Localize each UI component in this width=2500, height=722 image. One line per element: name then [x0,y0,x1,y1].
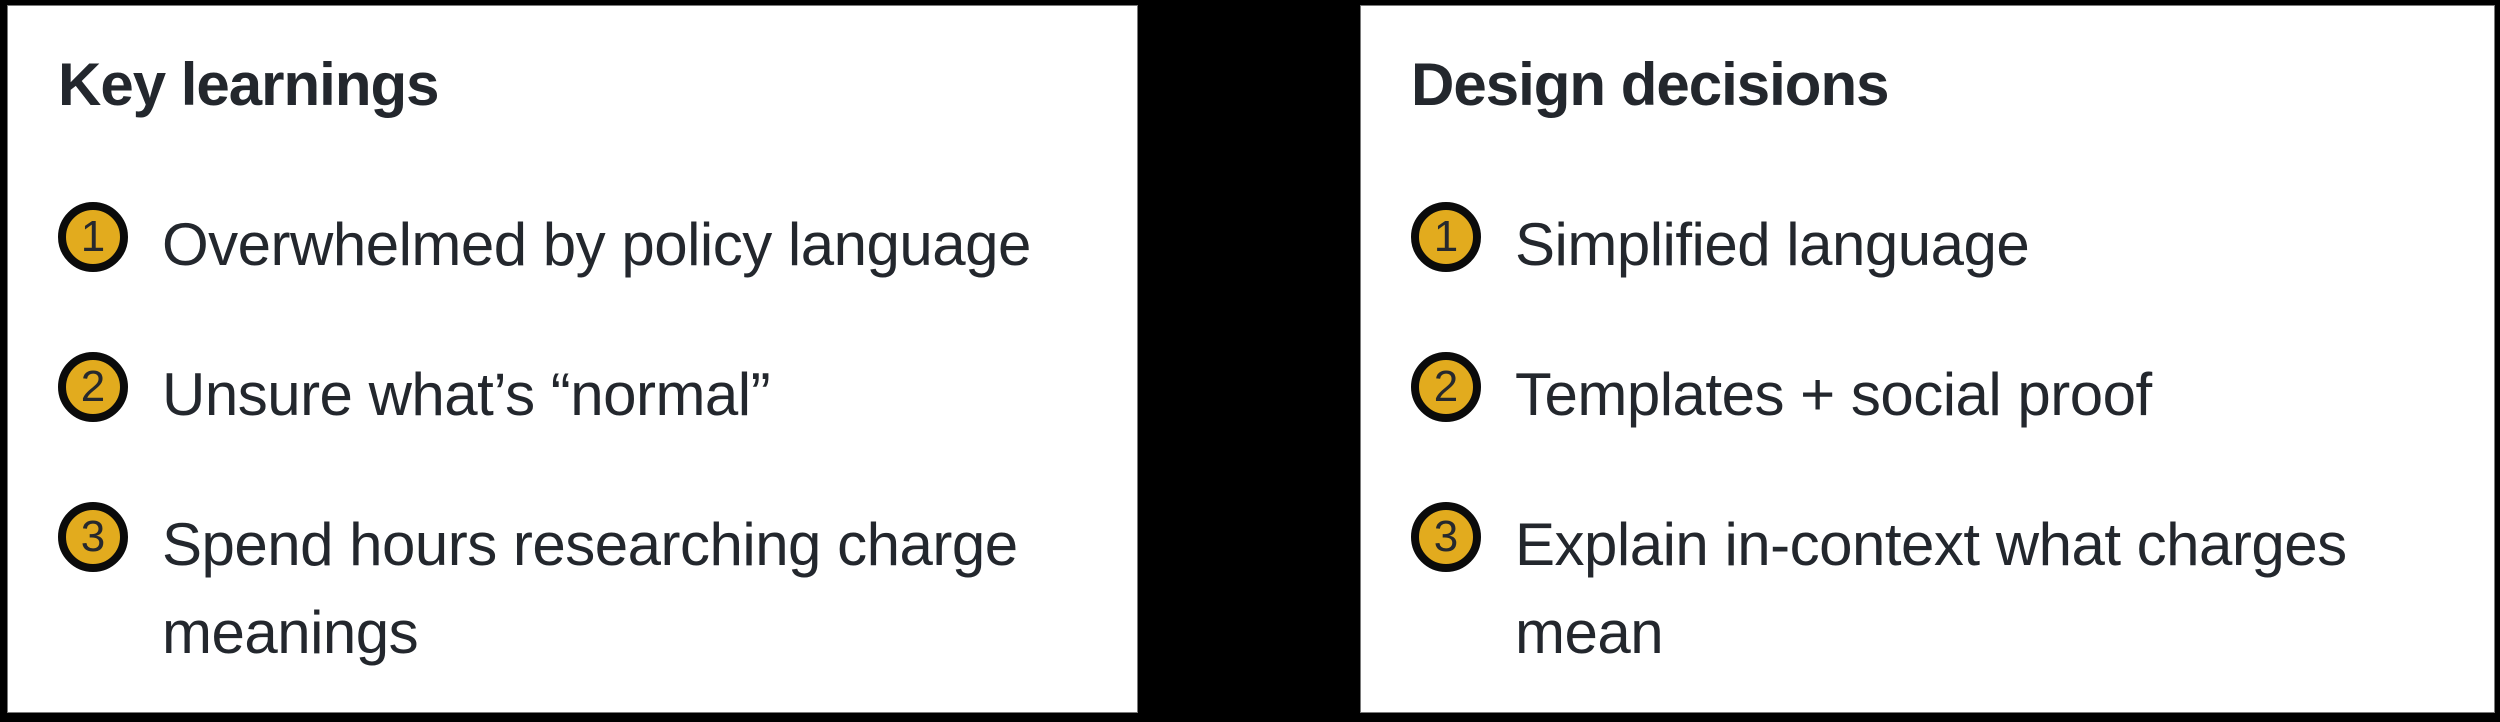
number-badge: 1 [58,202,128,272]
list-item-text: Templates + social proof [1515,361,2152,428]
list-item-text: Spend hours researching charge meanings [162,511,1018,666]
list-item: 1 Simplified language [1411,202,2449,289]
list-item-text: Simplified language [1515,211,2030,278]
number-badge: 1 [1411,202,1481,272]
badge-number: 2 [80,362,106,411]
list-item: 3 Spend hours researching charge meaning… [58,502,1092,677]
key-learnings-card: Key learnings 1 Overwhelmed by policy la… [7,5,1138,713]
badge-number: 1 [1433,212,1459,261]
list-item: 2 Templates + social proof [1411,352,2449,439]
badge-number: 3 [80,512,106,561]
design-decisions-card: Design decisions 1 Simplified language 2… [1360,5,2495,713]
list-item-text: Explain in-context what charges mean [1515,511,2347,666]
number-badge: 2 [1411,352,1481,422]
number-badge: 3 [58,502,128,572]
badge-number: 2 [1433,362,1459,411]
list-item-text: Unsure what’s “normal” [162,361,771,428]
numbered-list: 1 Overwhelmed by policy language 2 Unsur… [58,202,1092,677]
numbered-list: 1 Simplified language 2 Templates + soci… [1411,202,2449,677]
list-item: 1 Overwhelmed by policy language [58,202,1092,289]
number-badge: 2 [58,352,128,422]
badge-number: 3 [1433,512,1459,561]
badge-number: 1 [80,212,106,261]
card-title: Design decisions [1411,51,1889,118]
number-badge: 3 [1411,502,1481,572]
card-title: Key learnings [58,51,440,118]
list-item: 3 Explain in-context what charges mean [1411,502,2449,677]
list-item-text: Overwhelmed by policy language [162,211,1031,278]
list-item: 2 Unsure what’s “normal” [58,352,1092,439]
